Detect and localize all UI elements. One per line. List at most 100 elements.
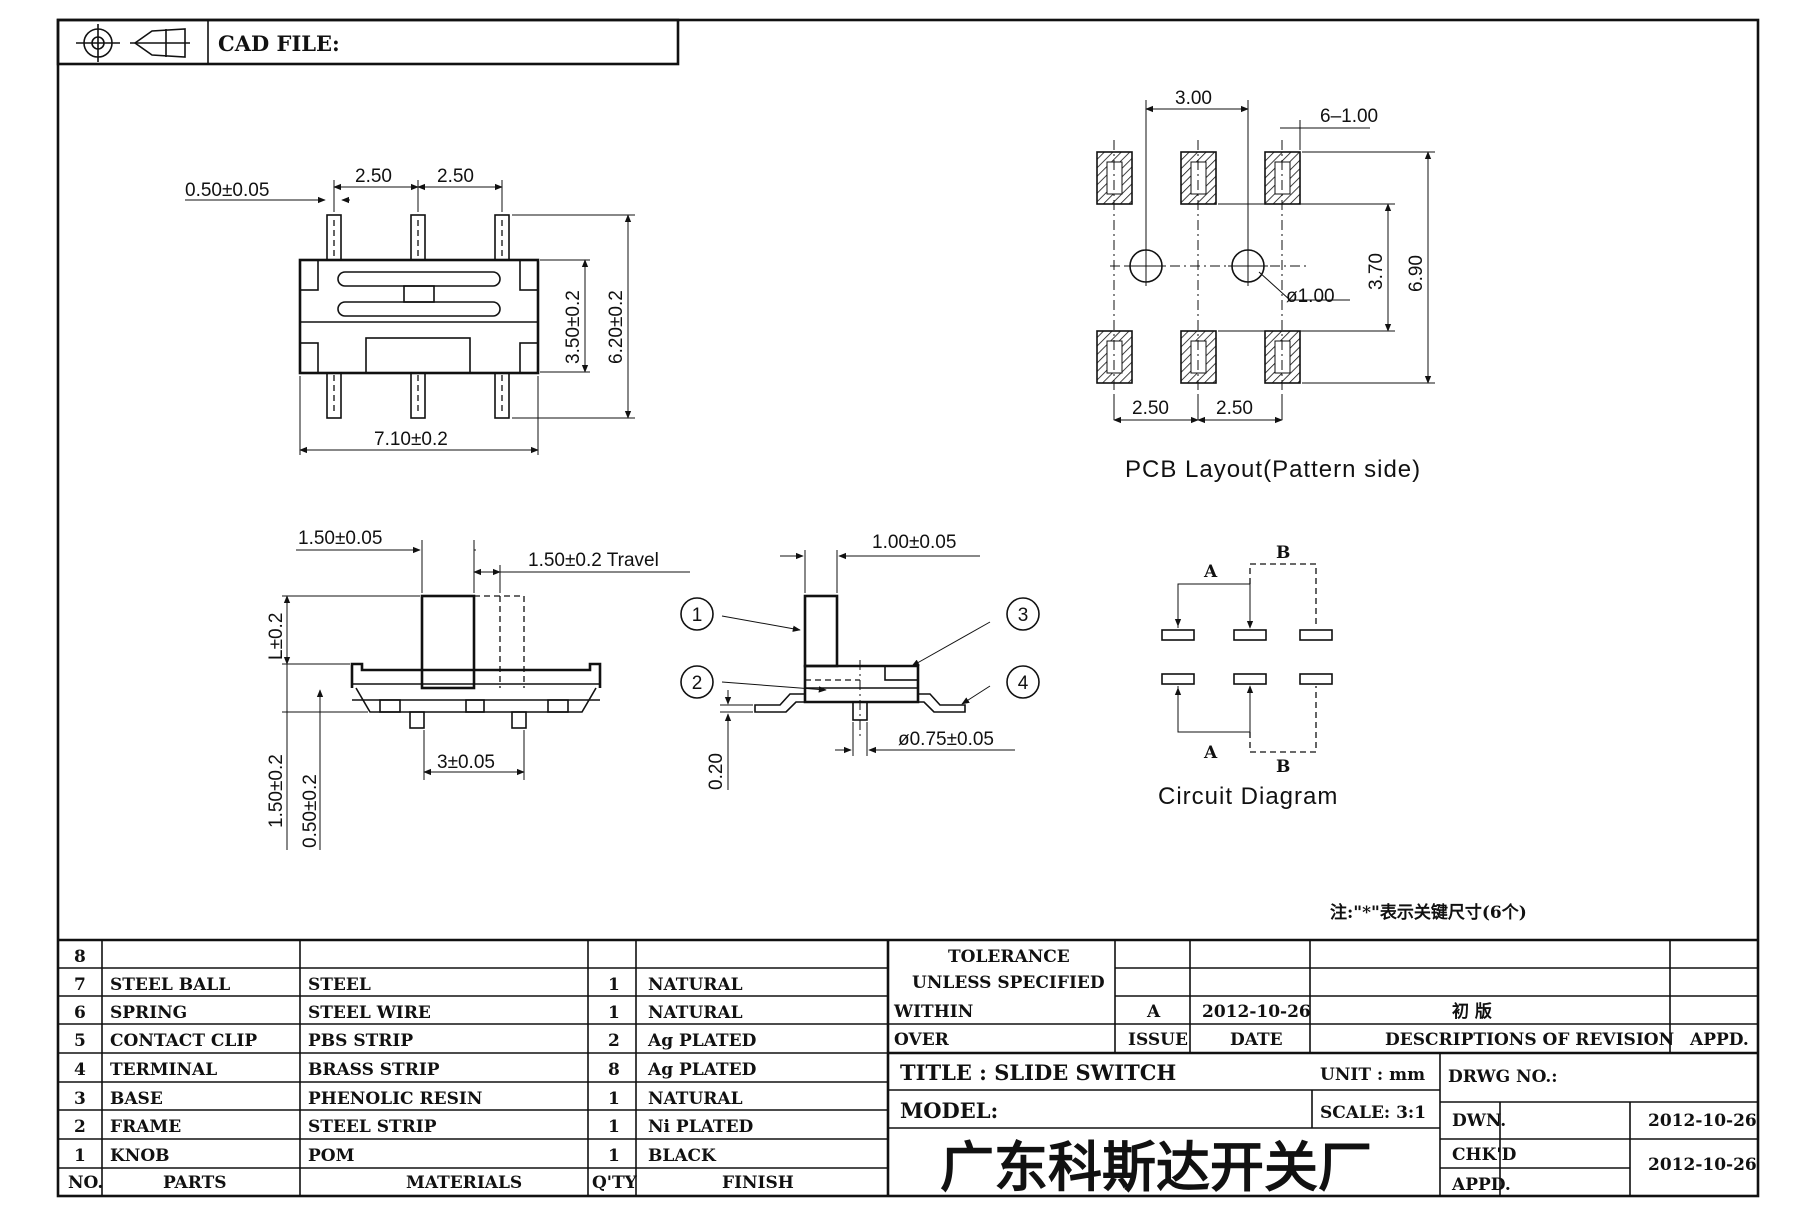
chkd-label: CHK'D xyxy=(1452,1145,1517,1165)
circuit-label-a-top: A xyxy=(1203,562,1218,582)
bom-cell-material: STEEL WIRE xyxy=(308,1003,431,1023)
bom-cell-part: STEEL BALL xyxy=(110,975,230,995)
dim-side-thickness: 0.20 xyxy=(706,753,727,790)
dim-pitch-right: 2.50 xyxy=(437,166,474,187)
bom-cell-material: STEEL xyxy=(308,975,371,995)
within-label: WITHIN xyxy=(893,1002,973,1022)
bom-row: 4 TERMINAL BRASS STRIP 8 Ag PLATED xyxy=(74,1060,757,1080)
svg-text:1: 1 xyxy=(692,605,703,626)
bom-cell-no: 6 xyxy=(74,1003,86,1023)
cad-file-label: CAD FILE: xyxy=(218,31,340,56)
dim-front-height: 1.50±0.2 xyxy=(266,754,287,828)
bom-cell-finish: Ag PLATED xyxy=(647,1031,757,1051)
dwn-label: DWN. xyxy=(1452,1111,1506,1131)
bom-cell-no: 2 xyxy=(74,1117,86,1137)
model-label: MODEL: xyxy=(900,1098,998,1123)
bom-header-parts: PARTS xyxy=(163,1173,227,1193)
dim-front-base: 0.50±0.2 xyxy=(300,774,321,848)
drawing-title: TITLE : SLIDE SWITCH xyxy=(900,1060,1176,1085)
bom-cell-no: 5 xyxy=(74,1031,86,1051)
bom-cell-part: BASE xyxy=(110,1089,163,1109)
balloon-3: 3 xyxy=(1006,597,1040,631)
revision-date: 2012-10-26 xyxy=(1202,1002,1311,1022)
dim-inner-height: 3.50±0.2 xyxy=(563,290,584,364)
balloon-1: 1 xyxy=(680,597,714,631)
dim-pcb-outer: 6.90 xyxy=(1406,255,1427,292)
dim-travel: 1.50±0.2 Travel xyxy=(528,550,659,571)
svg-text:3: 3 xyxy=(1018,605,1029,626)
dim-knob-height: L±0.2 xyxy=(266,613,287,660)
date-label: DATE xyxy=(1230,1030,1283,1050)
over-label: OVER xyxy=(894,1030,950,1050)
bom-cell-material: STEEL STRIP xyxy=(308,1117,437,1137)
bom-cell-no: 8 xyxy=(74,947,86,967)
bom-cell-finish: NATURAL xyxy=(648,975,743,995)
bom-cell-finish: NATURAL xyxy=(648,1003,743,1023)
bom-cell-part: CONTACT CLIP xyxy=(110,1031,257,1051)
pcb-layout: 3.00 6–1.00 ø1.00 3.70 6.90 2.50 2.50 PC… xyxy=(1096,88,1435,483)
dim-pitch-left: 2.50 xyxy=(355,166,392,187)
description-label: DESCRIPTIONS OF REVISION xyxy=(1385,1030,1674,1050)
drawing-frame: CAD FILE: xyxy=(56,18,1760,1198)
bom-cell-qty: 1 xyxy=(608,975,620,995)
side-view: 1 2 3 4 1.00±0.05 0.20 ø0.75±0.05 xyxy=(680,532,1040,790)
bom-header-materials: MATERIALS xyxy=(406,1173,522,1193)
bom-cell-no: 7 xyxy=(74,975,86,995)
scale-label: SCALE: 3:1 xyxy=(1320,1103,1426,1123)
pcb-caption: PCB Layout(Pattern side) xyxy=(1125,456,1421,483)
bom-header-no: NO. xyxy=(68,1173,103,1193)
dim-side-post: ø0.75±0.05 xyxy=(898,729,994,750)
bom-cell-qty: 8 xyxy=(608,1060,620,1080)
top-view: 0.50±0.05 2.50 2.50 3.50±0.2 6.20±0.2 7.… xyxy=(185,166,635,455)
projection-symbol-icon xyxy=(76,24,190,62)
bom-cell-qty: 1 xyxy=(608,1117,620,1137)
key-dimension-note: 注:"*"表示关键尺寸(6个) xyxy=(1330,902,1527,923)
revision-issue: A xyxy=(1146,1002,1161,1022)
svg-text:4: 4 xyxy=(1018,673,1029,694)
unit-label: UNIT : mm xyxy=(1320,1065,1425,1085)
dim-pcb-pitch-top: 3.00 xyxy=(1175,88,1212,109)
unless-specified-label: UNLESS SPECIFIED xyxy=(912,973,1105,993)
bom-cell-material: PHENOLIC RESIN xyxy=(308,1089,482,1109)
company-name: 广东科斯达开关厂 xyxy=(940,1136,1372,1199)
circuit-label-b-top: B xyxy=(1276,543,1290,563)
dim-front-pitch: 3±0.05 xyxy=(437,752,495,773)
bom-header-finish: FINISH xyxy=(722,1173,794,1193)
circuit-caption: Circuit Diagram xyxy=(1158,783,1338,810)
circuit-label-a-bottom: A xyxy=(1203,743,1218,763)
revision-description: 初 版 xyxy=(1452,1001,1492,1022)
bom-cell-finish: Ag PLATED xyxy=(647,1060,757,1080)
svg-text:2: 2 xyxy=(692,673,703,694)
bom-cell-part: TERMINAL xyxy=(110,1060,217,1080)
dim-pcb-pitch-right: 2.50 xyxy=(1216,398,1253,419)
bom-cell-part: FRAME xyxy=(110,1117,181,1137)
bom-cell-no: 3 xyxy=(74,1089,86,1109)
bom-row: 8 xyxy=(74,947,86,967)
bom-cell-material: PBS STRIP xyxy=(308,1031,413,1051)
dim-outer-height: 6.20±0.2 xyxy=(606,290,627,364)
bom-cell-material: POM xyxy=(308,1146,355,1166)
tolerance-label: TOLERANCE xyxy=(948,947,1070,967)
circuit-diagram: A B A B Circuit Diagram xyxy=(1158,543,1338,810)
bom-cell-qty: 1 xyxy=(608,1089,620,1109)
dim-side-knob: 1.00±0.05 xyxy=(872,532,956,553)
bom-cell-part: KNOB xyxy=(110,1146,170,1166)
circuit-label-b-bottom: B xyxy=(1276,757,1290,777)
dim-pcb-pitch-left: 2.50 xyxy=(1132,398,1169,419)
bom-header-qty: Q'TY xyxy=(592,1173,638,1193)
bom-cell-no: 4 xyxy=(74,1060,86,1080)
drwg-no-label: DRWG NO.: xyxy=(1448,1067,1558,1087)
chkd-date: 2012-10-26 xyxy=(1648,1155,1757,1175)
bom-cell-qty: 1 xyxy=(608,1003,620,1023)
bom-cell-material: BRASS STRIP xyxy=(308,1060,440,1080)
bom-cell-qty: 1 xyxy=(608,1146,620,1166)
dim-pcb-inner: 3.70 xyxy=(1366,253,1387,290)
appd-label: APPD. xyxy=(1689,1030,1749,1050)
